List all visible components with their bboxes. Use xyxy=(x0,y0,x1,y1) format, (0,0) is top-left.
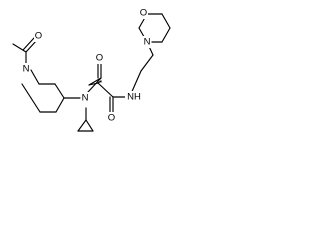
bond-co-n xyxy=(87,77,102,93)
bond-ch2-ch2 xyxy=(140,54,154,72)
amide-nitrogen-h-label: NH xyxy=(127,92,141,103)
succinamide-chain xyxy=(87,61,128,115)
ethyl-linker xyxy=(129,41,154,97)
morpholine-nitrogen-label: N xyxy=(144,37,151,48)
label-bg xyxy=(107,112,116,124)
ring-oxygen-label: O xyxy=(140,8,147,19)
label-bg xyxy=(34,30,43,42)
bond-co-ch2 xyxy=(97,82,114,98)
label-bg xyxy=(80,92,90,104)
bond-c-c xyxy=(161,27,171,43)
label-bg xyxy=(21,63,31,75)
structure-canvas: O N NH N O N O O xyxy=(0,0,186,143)
piperidine-ring xyxy=(21,69,81,113)
acetyl-oxygen-label: O xyxy=(35,31,42,42)
bond-ring xyxy=(30,97,41,113)
bond-ring xyxy=(30,69,40,85)
label-bg xyxy=(139,7,148,19)
chemical-structure-diagram: O N NH N O N O O xyxy=(12,7,171,132)
bond-c-o-double xyxy=(22,37,35,51)
bond-ring xyxy=(55,97,65,113)
label-bg xyxy=(95,52,104,64)
amide-oxygen-left-label: O xyxy=(96,53,103,64)
cyclopropyl-ring xyxy=(77,107,94,132)
label-bg xyxy=(142,36,152,48)
amide-nitrogen-label: N xyxy=(82,93,89,104)
bond-ring xyxy=(21,83,32,99)
bond-co-ch3 xyxy=(12,43,27,53)
bond-cpr xyxy=(85,119,94,132)
atom-labels: O N NH N O N O O xyxy=(21,7,152,124)
bond-cpr xyxy=(77,119,87,132)
bond-ch2-ch2-alt xyxy=(88,77,102,86)
piperidine-nitrogen-label: N xyxy=(23,64,30,75)
label-bg xyxy=(125,91,143,103)
bond-ring xyxy=(54,83,65,99)
bond-c-c xyxy=(161,13,171,29)
amide-oxygen-right-label: O xyxy=(108,113,115,124)
